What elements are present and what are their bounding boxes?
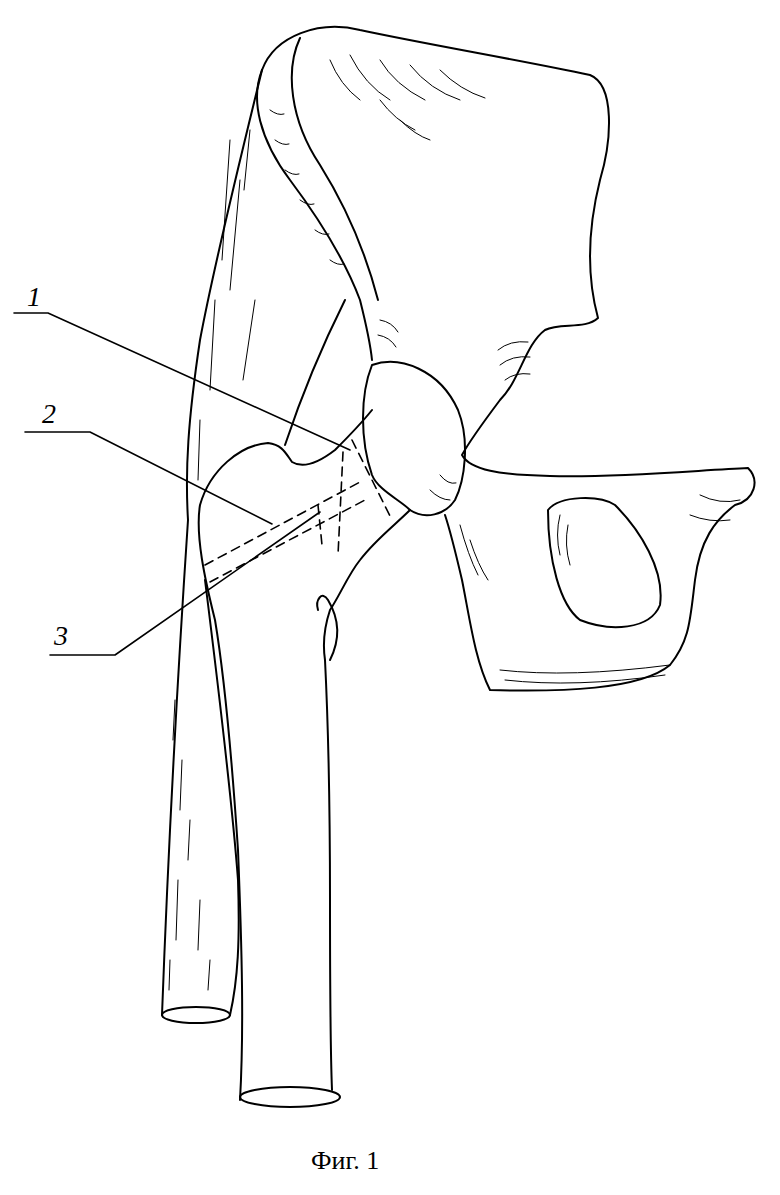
callout-number: 3	[54, 622, 68, 650]
obturator-foramen	[548, 498, 661, 627]
femur-outline	[324, 510, 410, 1090]
callout-number: 1	[27, 283, 41, 311]
femur-cut	[240, 1087, 340, 1107]
channel-line	[318, 505, 322, 545]
iliac-crest	[257, 70, 372, 360]
leader-line	[14, 313, 350, 655]
pelvis-outline	[262, 27, 754, 691]
channel-line	[338, 452, 343, 555]
hatching	[169, 55, 740, 990]
muscle-outline	[205, 580, 239, 1015]
iliac-crest	[292, 38, 378, 300]
callout-number: 2	[42, 400, 56, 428]
channel-line	[210, 500, 365, 582]
channel-line	[205, 482, 360, 565]
channel-line	[352, 440, 392, 520]
figure-caption: Фиг. 1	[311, 1148, 379, 1174]
femoral-head	[363, 362, 465, 515]
muscle-outline	[285, 300, 345, 445]
lesser-trochanter	[317, 596, 337, 660]
muscle-cut	[162, 1007, 230, 1023]
femur-outline	[199, 410, 372, 1100]
